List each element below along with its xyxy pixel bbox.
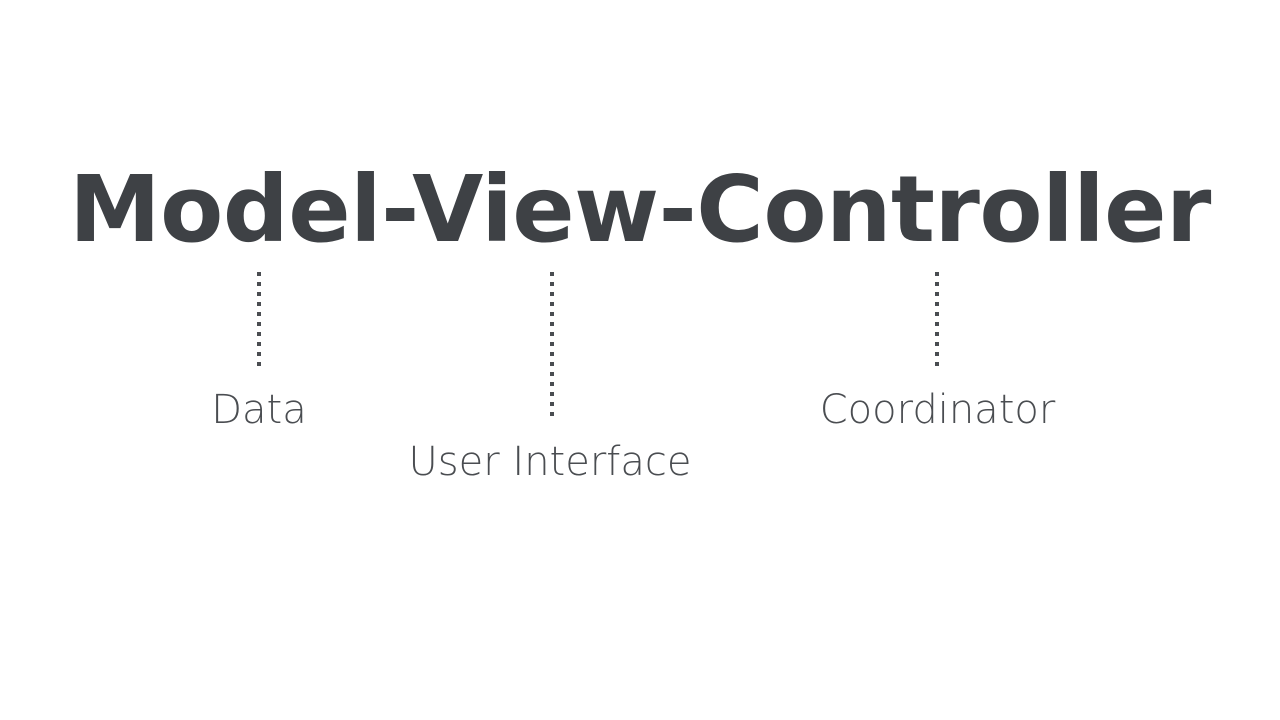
leader-line-view <box>550 272 554 418</box>
annotation-label-model: Data <box>211 387 307 433</box>
leader-line-model <box>257 272 261 366</box>
page-title: Model-View-Controller <box>69 156 1211 263</box>
annotation-label-controller: Coordinator <box>819 387 1056 433</box>
annotation-label-view: User Interface <box>408 439 692 485</box>
leader-line-controller <box>935 272 939 366</box>
